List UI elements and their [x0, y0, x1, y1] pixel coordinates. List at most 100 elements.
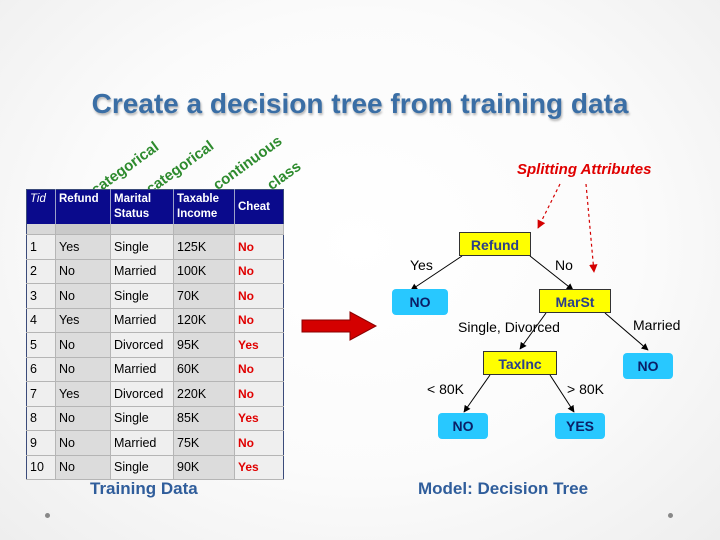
- tid-cell: 4: [26, 308, 56, 333]
- cheat-cell: No: [234, 283, 284, 309]
- marital-cell: Married: [110, 357, 174, 382]
- model-caption: Model: Decision Tree: [418, 479, 589, 498]
- slide-title: Create a decision tree from training dat…: [91, 88, 629, 119]
- income-cell: 75K: [173, 430, 235, 456]
- transform-arrow: [301, 311, 378, 341]
- edge-label-yes: Yes: [410, 257, 433, 273]
- refund-cell: No: [55, 357, 111, 382]
- header-marital-line1: Marital: [114, 193, 152, 205]
- leaf-high-income: YES: [555, 413, 605, 439]
- tid-cell: 9: [26, 430, 56, 456]
- split-pointer-refund: [537, 183, 561, 229]
- marital-cell: Single: [110, 455, 174, 480]
- edge-taxinc-low: [463, 374, 491, 413]
- tid-cell: 1: [26, 234, 56, 260]
- slide-corner-dot-right: [668, 513, 673, 518]
- leaf-refund-yes: NO: [392, 289, 448, 315]
- edge-label-no: No: [555, 257, 573, 273]
- tid-cell: 2: [26, 259, 56, 284]
- header-refund: Refund: [55, 189, 111, 224]
- income-cell: 95K: [173, 332, 235, 358]
- cheat-cell: No: [234, 357, 284, 382]
- cheat-cell: No: [234, 430, 284, 456]
- tid-cell: 3: [26, 283, 56, 309]
- tid-cell: 5: [26, 332, 56, 358]
- edge-refund-yes: [410, 255, 463, 291]
- income-cell: 85K: [173, 406, 235, 431]
- tid-cell: 10: [26, 455, 56, 480]
- node-taxinc: TaxInc: [483, 351, 557, 375]
- tid-cell: 7: [26, 381, 56, 407]
- edge-label-married: Married: [633, 317, 681, 333]
- income-cell: 120K: [173, 308, 235, 333]
- leaf-low-income: NO: [438, 413, 488, 439]
- edge-label-low-income: < 80K: [427, 381, 464, 397]
- income-cell: 220K: [173, 381, 235, 407]
- edge-label-high-income: > 80K: [567, 381, 604, 397]
- node-refund: Refund: [459, 232, 531, 256]
- edge-marst-married: [604, 312, 649, 351]
- training-data-caption: Training Data: [90, 479, 198, 498]
- header-cheat: Cheat: [234, 189, 284, 224]
- edge-refund-no: [529, 255, 574, 291]
- slide-corner-dot-left: [45, 513, 50, 518]
- header-tid: Tid: [26, 189, 56, 224]
- node-marst: MarSt: [539, 289, 611, 313]
- marital-cell: Single: [110, 234, 174, 260]
- income-cell: 100K: [173, 259, 235, 284]
- income-cell: 125K: [173, 234, 235, 260]
- edge-taxinc-high: [549, 374, 575, 413]
- header-income-line1: Taxable: [177, 193, 219, 205]
- marital-cell: Divorced: [110, 332, 174, 358]
- income-cell: 70K: [173, 283, 235, 309]
- marital-cell: Divorced: [110, 381, 174, 407]
- income-cell: 60K: [173, 357, 235, 382]
- refund-cell: No: [55, 455, 111, 480]
- split-pointer-marst: [585, 183, 598, 273]
- refund-cell: Yes: [55, 381, 111, 407]
- marital-cell: Married: [110, 430, 174, 456]
- refund-cell: Yes: [55, 234, 111, 260]
- tid-cell: 6: [26, 357, 56, 382]
- cheat-cell: Yes: [234, 455, 284, 480]
- edge-label-single-divorced: Single, Divorced: [458, 319, 560, 335]
- cheat-cell: Yes: [234, 332, 284, 358]
- tid-cell: 8: [26, 406, 56, 431]
- cheat-cell: No: [234, 234, 284, 260]
- splitting-attributes-label: Splitting Attributes: [517, 161, 652, 178]
- leaf-married: NO: [623, 353, 673, 379]
- income-cell: 90K: [173, 455, 235, 480]
- marital-cell: Single: [110, 406, 174, 431]
- header-income-line2: Income: [177, 208, 218, 220]
- cheat-cell: No: [234, 381, 284, 407]
- refund-cell: No: [55, 430, 111, 456]
- cheat-cell: Yes: [234, 406, 284, 431]
- table-spacer-row: [26, 224, 284, 235]
- refund-cell: No: [55, 259, 111, 284]
- marital-cell: Married: [110, 308, 174, 333]
- cheat-cell: No: [234, 259, 284, 284]
- refund-cell: Yes: [55, 308, 111, 333]
- header-marital-line2: Status: [114, 208, 150, 220]
- refund-cell: No: [55, 332, 111, 358]
- marital-cell: Married: [110, 259, 174, 284]
- edge-marst-single: [519, 312, 547, 350]
- marital-cell: Single: [110, 283, 174, 309]
- cheat-cell: No: [234, 308, 284, 333]
- refund-cell: No: [55, 283, 111, 309]
